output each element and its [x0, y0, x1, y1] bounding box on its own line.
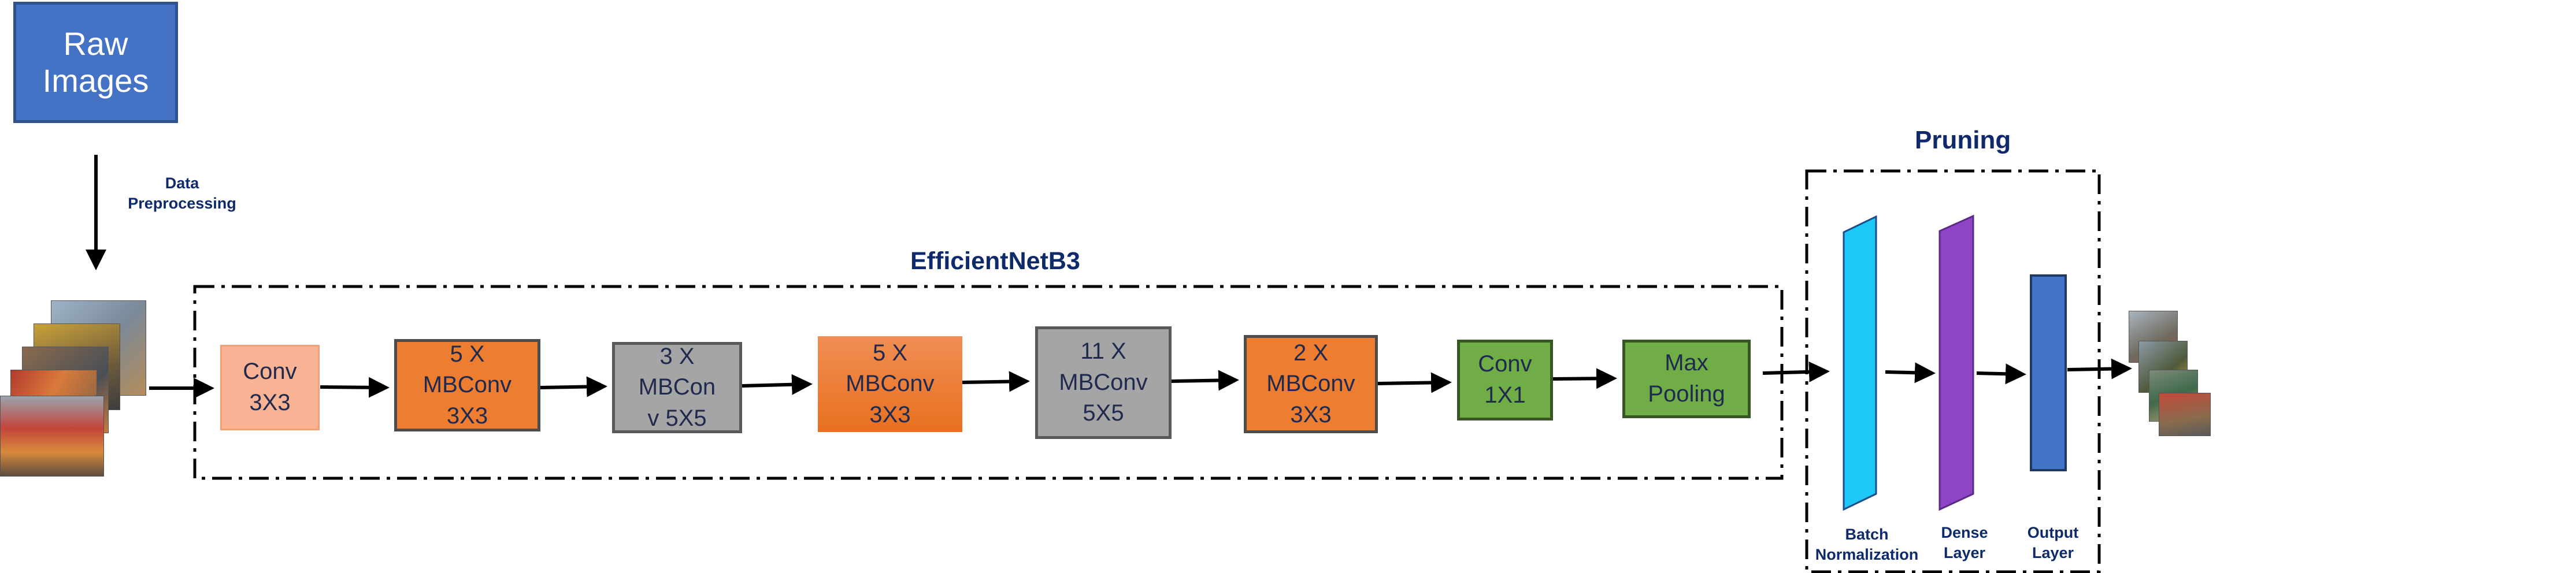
- arrow-bn-to-dense: [1885, 362, 1936, 384]
- efficientnet-container: [193, 285, 1784, 480]
- output-layer-shape: [2030, 274, 2067, 471]
- arrow-output-to-images: [2067, 358, 2132, 379]
- raw-images-box: Raw Images: [13, 2, 178, 123]
- arrow-7: [1552, 368, 1617, 389]
- arrow-4: [962, 371, 1030, 392]
- dense-layer-shape: [1939, 214, 1974, 511]
- arrow-5: [1171, 370, 1239, 391]
- arrow-2: [540, 376, 607, 397]
- pruning-title: Pruning: [1915, 126, 2011, 154]
- efficientnet-title: EfficientNetB3: [910, 247, 1080, 275]
- arrow-to-pruning: [1762, 361, 1830, 382]
- arrow-3: [742, 374, 813, 395]
- arrow-dense-to-output: [1976, 363, 2026, 385]
- arrow-6: [1377, 372, 1452, 393]
- mbconv-11x-5x5-block: 11 X MBConv 5X5: [1035, 326, 1172, 439]
- output-layer-label: Output Layer: [2027, 524, 2079, 562]
- batch-normalization-layer: [1843, 215, 1877, 511]
- mbconv-2x-3x3-block: 2 X MBConv 3X3: [1244, 335, 1378, 433]
- batch-normalization-label: Batch Normalization: [1815, 526, 1919, 564]
- arrow-1: [320, 377, 390, 398]
- mbconv-5x-3x3-block: 5 X MBConv 3X3: [394, 339, 540, 431]
- conv-1x1-block: Conv 1X1: [1457, 340, 1553, 421]
- conv-3x3-block: Conv 3X3: [220, 345, 320, 430]
- mbconv-5x-3x3-block-2: 5 X MBConv 3X3: [818, 336, 962, 432]
- mbconv-3x-5x5-block: 3 X MBCon v 5X5: [612, 342, 742, 433]
- data-preprocessing-label: Data Preprocessing: [128, 174, 236, 213]
- max-pooling-block: Max Pooling: [1622, 340, 1751, 418]
- dense-layer-label: Dense Layer: [1941, 524, 1988, 562]
